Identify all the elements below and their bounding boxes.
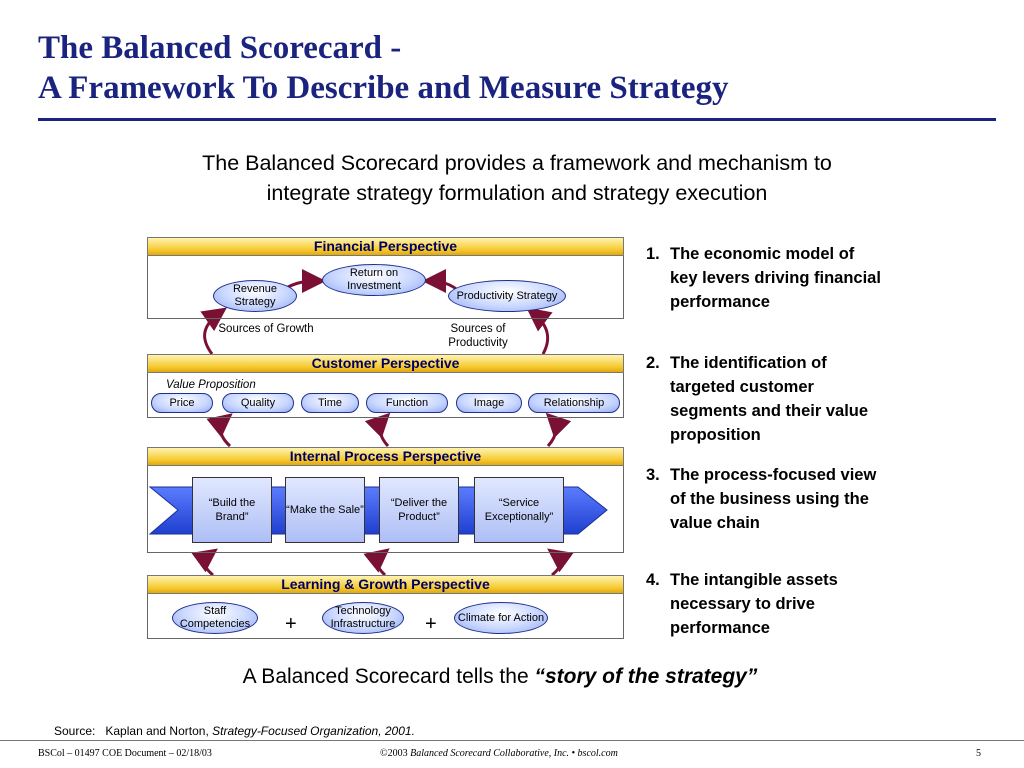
value-price: Price xyxy=(151,393,213,413)
point-number: 4. xyxy=(646,571,660,589)
title-rule xyxy=(38,118,996,121)
arrow-internal-to-customer-mid xyxy=(364,412,391,448)
point-number: 3. xyxy=(646,466,660,484)
arrow-learning-to-internal-right xyxy=(547,548,574,577)
climate-for-action-oval: Climate for Action xyxy=(454,602,548,634)
arrow-learning-to-internal-mid xyxy=(363,548,390,577)
arrow-internal-to-customer-left xyxy=(206,413,233,448)
process-make-sale: “Make the Sale” xyxy=(285,477,365,543)
sources-of-productivity-label: Sources of Productivity xyxy=(448,323,508,349)
roi-oval: Return on Investment xyxy=(322,264,426,296)
revenue-strategy-oval: Revenue Strategy xyxy=(213,280,297,312)
source-authors: Kaplan and Norton, xyxy=(105,724,209,738)
process-build-brand: “Build the Brand” xyxy=(192,477,272,543)
title-line-1: The Balanced Scorecard - xyxy=(38,30,402,66)
value-time: Time xyxy=(301,393,359,413)
point-text: The economic model of key levers driving… xyxy=(670,245,881,311)
page-title: The Balanced Scorecard - A Framework To … xyxy=(38,28,728,108)
plus-sign: + xyxy=(425,613,437,635)
source-citation: Source: Kaplan and Norton, Strategy-Focu… xyxy=(54,724,415,738)
learning-header: Learning & Growth Perspective xyxy=(147,575,624,594)
arrow-customer-to-productivity xyxy=(526,307,553,355)
customer-header: Customer Perspective xyxy=(147,354,624,373)
internal-header: Internal Process Perspective xyxy=(147,447,624,466)
value-function: Function xyxy=(366,393,448,413)
footer-copyright-year: ©2003 xyxy=(380,748,408,759)
value-quality: Quality xyxy=(222,393,294,413)
footer-page-number: 5 xyxy=(976,748,981,759)
value-image: Image xyxy=(456,393,522,413)
source-work: Strategy-Focused Organization, 2001. xyxy=(212,724,415,738)
intro-line-2: integrate strategy formulation and strat… xyxy=(266,181,768,205)
process-service-exceptionally: “Service Exceptionally” xyxy=(474,477,564,543)
productivity-strategy-oval: Productivity Strategy xyxy=(448,280,566,312)
title-line-2: A Framework To Describe and Measure Stra… xyxy=(38,70,729,106)
financial-header: Financial Perspective xyxy=(147,237,624,256)
point-1: 1. The economic model of key levers driv… xyxy=(646,242,886,314)
plus-sign: + xyxy=(285,613,297,635)
point-text: The process-focused view of the business… xyxy=(670,466,877,532)
point-text: The intangible assets necessary to drive… xyxy=(670,571,838,637)
story-emphasis: “story of the strategy” xyxy=(534,665,758,688)
process-deliver-product: “Deliver the Product” xyxy=(379,477,459,543)
story-tagline: A Balanced Scorecard tells the “story of… xyxy=(0,665,1000,689)
source-label: Source: xyxy=(54,724,96,738)
footer-company: Balanced Scorecard Collaborative, Inc. •… xyxy=(410,748,618,759)
footer-rule xyxy=(0,740,1024,741)
point-2: 2. The identification of targeted custom… xyxy=(646,351,871,447)
arrow-learning-to-internal-left xyxy=(191,548,218,577)
point-3: 3. The process-focused view of the busin… xyxy=(646,463,884,535)
intro-text: The Balanced Scorecard provides a framew… xyxy=(0,148,1024,208)
value-relationship: Relationship xyxy=(528,393,620,413)
sources-of-growth-label: Sources of Growth xyxy=(218,323,314,335)
staff-competencies-oval: Staff Competencies xyxy=(172,602,258,634)
point-text: The identification of targeted customer … xyxy=(670,354,869,444)
intro-line-1: The Balanced Scorecard provides a framew… xyxy=(202,151,832,175)
footer-doc-id: BSCol – 01497 COE Document – 02/18/03 xyxy=(38,748,212,759)
footer-copyright: ©2003 Balanced Scorecard Collaborative, … xyxy=(380,748,618,759)
point-number: 2. xyxy=(646,354,660,372)
value-proposition-label: Value Proposition xyxy=(166,379,256,391)
arrow-internal-to-customer-right xyxy=(545,412,572,448)
story-prefix: A Balanced Scorecard tells the xyxy=(242,665,535,688)
point-4: 4. The intangible assets necessary to dr… xyxy=(646,568,884,640)
technology-infrastructure-oval: Technology Infrastructure xyxy=(322,602,404,634)
arrow-customer-to-growth xyxy=(200,307,227,355)
point-number: 1. xyxy=(646,245,660,263)
